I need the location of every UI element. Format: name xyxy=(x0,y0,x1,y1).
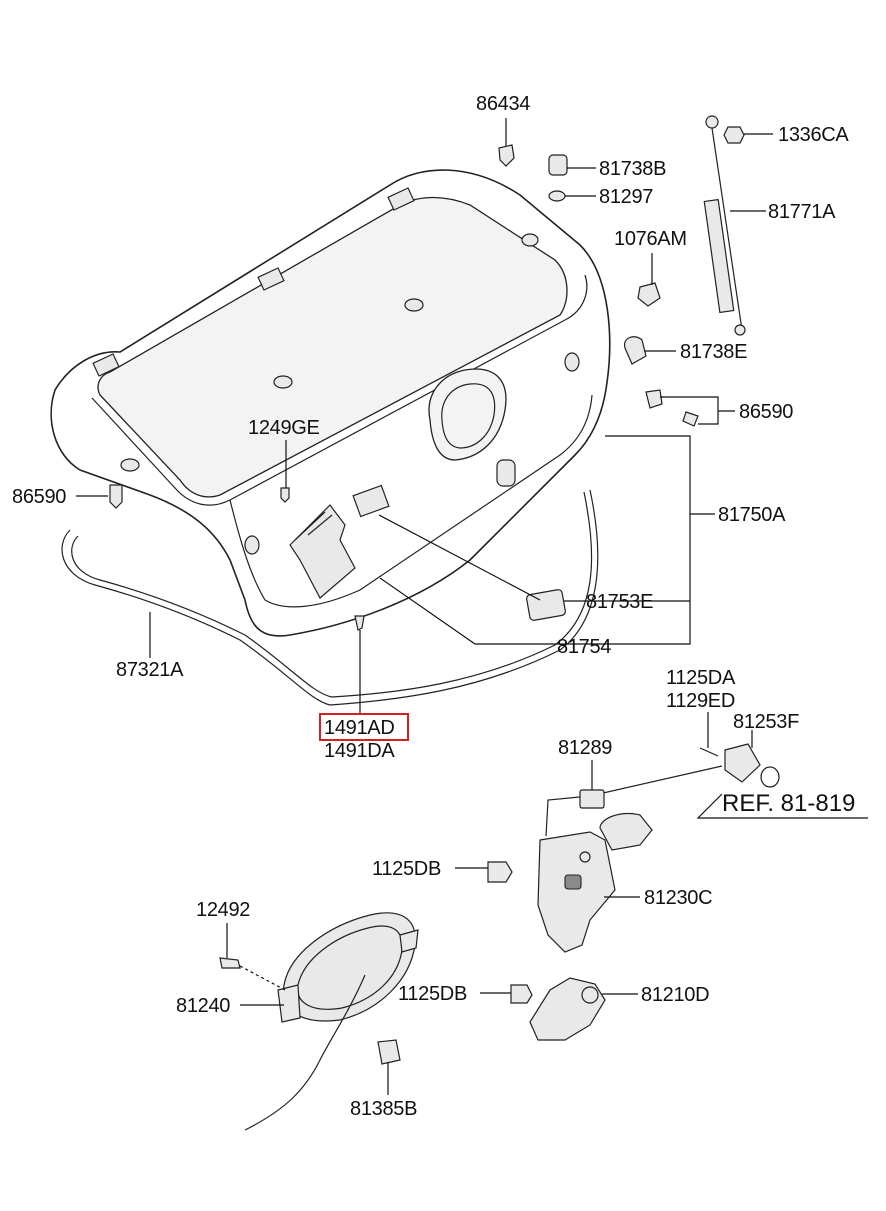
label-ref-81-819: REF. 81-819 xyxy=(722,790,855,817)
screw-1249ge xyxy=(280,487,290,503)
latch-bracket xyxy=(289,504,356,599)
clip-86590-left xyxy=(109,484,123,509)
mounting-boss xyxy=(92,353,120,377)
trunk-lid-drawing xyxy=(50,169,611,706)
release-cable xyxy=(244,974,366,1131)
label-1125da: 1125DA xyxy=(666,667,736,689)
label-86434: 86434 xyxy=(476,93,530,115)
label-81240: 81240 xyxy=(176,995,230,1017)
rod-clip-81289 xyxy=(579,789,605,809)
mounting-boss xyxy=(387,187,415,211)
label-1129ed: 1129ED xyxy=(666,690,735,712)
label-81289: 81289 xyxy=(558,737,612,759)
label-81738b: 81738B xyxy=(599,158,666,180)
bumper-81738b xyxy=(548,154,568,176)
latch-assembly xyxy=(219,743,780,1131)
label-81754: 81754 xyxy=(557,636,611,658)
bolt-1125db-lower xyxy=(510,984,533,1004)
bumper-81738e xyxy=(623,336,647,365)
label-81753e: 81753E xyxy=(586,591,653,613)
lock-cylinder xyxy=(724,743,761,783)
grommet-1076am xyxy=(637,282,661,307)
clip-86590-right-a xyxy=(645,389,663,409)
bumper-81385b xyxy=(377,1039,401,1065)
lock-ring xyxy=(760,766,780,788)
label-81385b: 81385B xyxy=(350,1098,417,1120)
label-1336ca: 1336CA xyxy=(778,124,849,146)
label-1076am: 1076AM xyxy=(614,228,687,250)
part-labels: 86434 81738B 81297 1336CA 81771A 1076AM … xyxy=(12,93,855,1120)
bolt-12492 xyxy=(219,957,241,969)
clip-86434 xyxy=(498,144,515,167)
label-81297: 81297 xyxy=(599,186,653,208)
label-86590-left: 86590 xyxy=(12,486,66,508)
label-1491da: 1491DA xyxy=(324,740,395,762)
weatherstrip-seal xyxy=(61,489,599,706)
label-1125db-lower: 1125DB xyxy=(398,983,467,1005)
label-81230c: 81230C xyxy=(644,887,712,909)
mounting-boss xyxy=(257,267,285,291)
label-1125db-upper: 1125DB xyxy=(372,858,441,880)
label-81738e: 81738E xyxy=(680,341,747,363)
handle-81240 xyxy=(282,912,416,1022)
label-87321a: 87321A xyxy=(116,659,184,681)
lamp-opening xyxy=(428,368,507,461)
plug-81753e xyxy=(526,589,566,621)
nut-1336ca xyxy=(723,126,745,144)
clip-86590-right-b xyxy=(682,411,699,427)
washer-81297 xyxy=(548,190,566,202)
highlight-box-1491ad xyxy=(319,713,409,741)
label-12492: 12492 xyxy=(196,899,250,921)
screw-1491ad xyxy=(354,615,365,631)
trunk-lid-inner-panel xyxy=(97,196,568,498)
gas-strut xyxy=(703,115,746,336)
label-81210d: 81210D xyxy=(641,984,709,1006)
label-81253f: 81253F xyxy=(733,711,799,733)
leader-lines xyxy=(76,118,868,1095)
label-1491ad: 1491AD xyxy=(324,717,394,739)
label-86590-right: 86590 xyxy=(739,401,793,423)
trunk-lid-inner-frame xyxy=(91,274,593,608)
latch-81230c xyxy=(537,831,616,953)
label-1249ge: 1249GE xyxy=(248,417,320,439)
label-81750a: 81750A xyxy=(718,504,786,526)
label-81771a: 81771A xyxy=(768,201,836,223)
bolt-1125db-upper xyxy=(487,861,513,883)
